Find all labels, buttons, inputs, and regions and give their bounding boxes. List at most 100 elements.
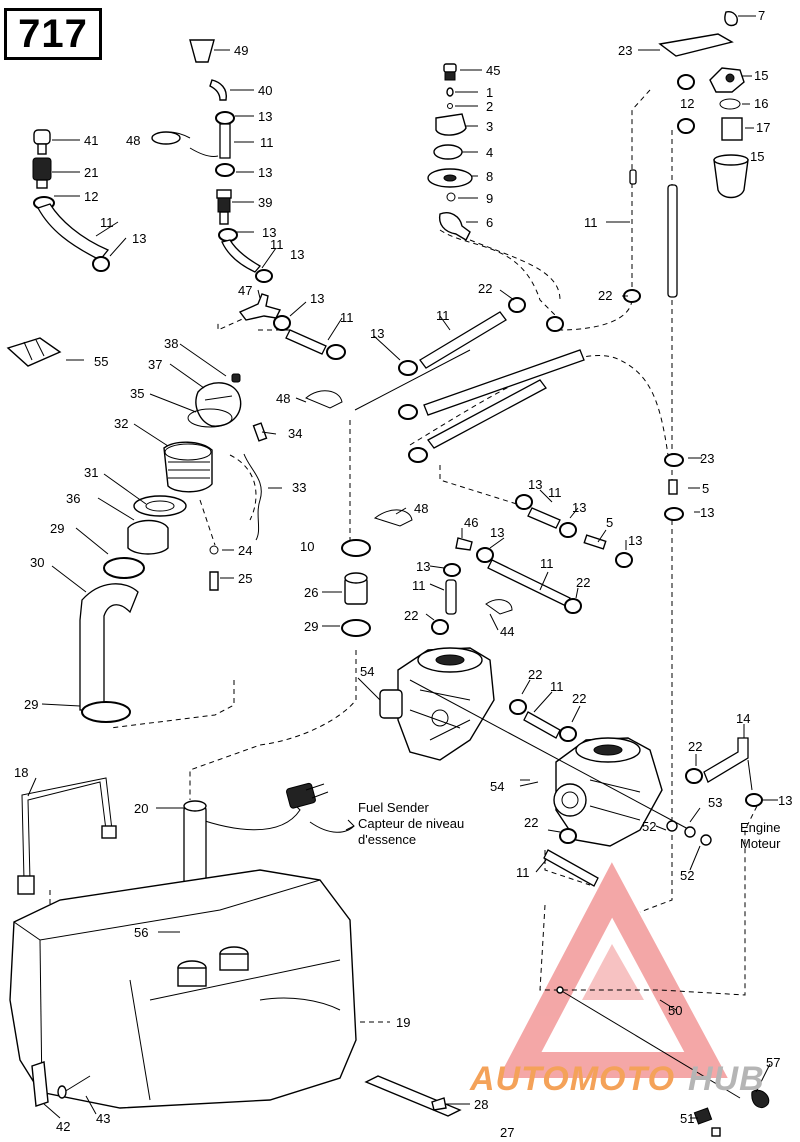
watermark-logo	[498, 862, 728, 1078]
part-label: 13	[572, 500, 586, 515]
part-label: 46	[464, 515, 478, 530]
fuel-filter-assembly	[658, 10, 749, 199]
part-label: 29	[304, 619, 318, 634]
fuel-sender-note-line-1: Fuel Sender	[358, 800, 429, 815]
part-label: 37	[148, 357, 162, 372]
part-label: 13	[528, 477, 542, 492]
part-label: 15	[750, 149, 764, 164]
part-label: 13	[310, 291, 324, 306]
part-label: 11	[548, 485, 562, 500]
part-label: 13	[700, 505, 714, 520]
hose-clip-55	[6, 337, 62, 367]
fuel-sender-note: Fuel Sender Capteur de niveau d'essence	[358, 800, 464, 847]
part-label: 28	[474, 1097, 488, 1112]
part-label: 22	[688, 739, 702, 754]
part-label: 13	[262, 225, 276, 240]
part-label: 51	[680, 1111, 694, 1126]
part-label: 11	[540, 556, 554, 571]
part-label: 40	[258, 83, 272, 98]
part-label: 23	[618, 43, 632, 58]
part-label: 12	[680, 96, 694, 111]
part-label: 5	[606, 515, 613, 530]
part-label: 41	[84, 133, 98, 148]
part-label: 19	[396, 1015, 410, 1030]
part-label: 18	[14, 765, 28, 780]
part-label: 29	[24, 697, 38, 712]
fuel-sender-note-line-3: d'essence	[358, 832, 416, 847]
part-label: 22	[528, 667, 542, 682]
fuel-sender-harness	[195, 782, 355, 833]
part-label: 2	[486, 99, 493, 114]
part-label: 11	[100, 215, 114, 230]
part-label: 11	[584, 215, 598, 230]
part-label: 1	[486, 85, 493, 100]
part-label: 57	[766, 1055, 780, 1070]
part-label: 8	[486, 169, 493, 184]
small-hardware	[31, 986, 770, 1137]
part-label: 55	[94, 354, 108, 369]
part-label: 56	[134, 925, 148, 940]
fuel-tank	[9, 869, 357, 1109]
part-label: 11	[436, 308, 450, 323]
part-label: 3	[486, 119, 493, 134]
part-label: 44	[500, 624, 514, 639]
part-label: 30	[30, 555, 44, 570]
part-label: 54	[360, 664, 374, 679]
watermark-text-b: HUB	[688, 1060, 765, 1098]
part-label: 47	[238, 283, 252, 298]
part-label: 32	[114, 416, 128, 431]
part-label: 48	[414, 501, 428, 516]
leader-lines	[27, 15, 778, 1119]
part-label: 22	[572, 691, 586, 706]
part-label: 29	[50, 521, 64, 536]
part-label: 20	[134, 801, 148, 816]
part-label: 13	[370, 326, 384, 341]
part-label: 9	[486, 191, 493, 206]
part-label: 22	[478, 281, 492, 296]
part-label: 42	[56, 1119, 70, 1134]
part-label: 16	[754, 96, 768, 111]
part-label: 31	[84, 465, 98, 480]
part-label: 13	[132, 231, 146, 246]
part-label: 11	[516, 865, 530, 880]
part-label: 22	[404, 608, 418, 623]
part-label: 23	[700, 451, 714, 466]
part-label: 45	[486, 63, 500, 78]
fuel-sender-note-line-2: Capteur de niveau	[358, 816, 464, 831]
part-label: 52	[642, 819, 656, 834]
part-label: 4	[486, 145, 493, 160]
part-label: 27	[500, 1125, 514, 1140]
part-label: 54	[490, 779, 504, 794]
part-label: 25	[238, 571, 252, 586]
part-label: 53	[708, 795, 722, 810]
part-callouts: 7 49 45 23 15 40 1 2 16 12 13 3 17 41 48…	[14, 8, 792, 1140]
part-label: 48	[126, 133, 140, 148]
part-label: 22	[524, 815, 538, 830]
part-label: 11	[340, 310, 354, 325]
part-label: 15	[754, 68, 768, 83]
right-side-hoses	[623, 169, 684, 521]
part-label: 22	[598, 288, 612, 303]
part-label: 11	[412, 578, 426, 593]
part-label: 33	[292, 480, 306, 495]
part-label: 48	[276, 391, 290, 406]
center-hose-bundle	[354, 297, 585, 463]
watermark-text: AUTOMOTO HUB	[469, 1060, 765, 1098]
routing-lines	[49, 89, 761, 1023]
engine-note-line-1: Engine	[740, 820, 780, 835]
part-label: 49	[234, 43, 248, 58]
part-label: 50	[668, 1003, 682, 1018]
part-label: 52	[680, 868, 694, 883]
carburetor-rear	[553, 737, 663, 847]
part-label: 24	[238, 543, 252, 558]
tank-strap	[17, 777, 117, 895]
pickup-valve-assembly	[427, 63, 473, 241]
part-label: 14	[736, 711, 750, 726]
part-label: 13	[258, 109, 272, 124]
engine-note-line-2: Moteur	[740, 836, 781, 851]
part-label: 13	[490, 525, 504, 540]
part-label: 13	[778, 793, 792, 808]
part-label: 13	[290, 247, 304, 262]
